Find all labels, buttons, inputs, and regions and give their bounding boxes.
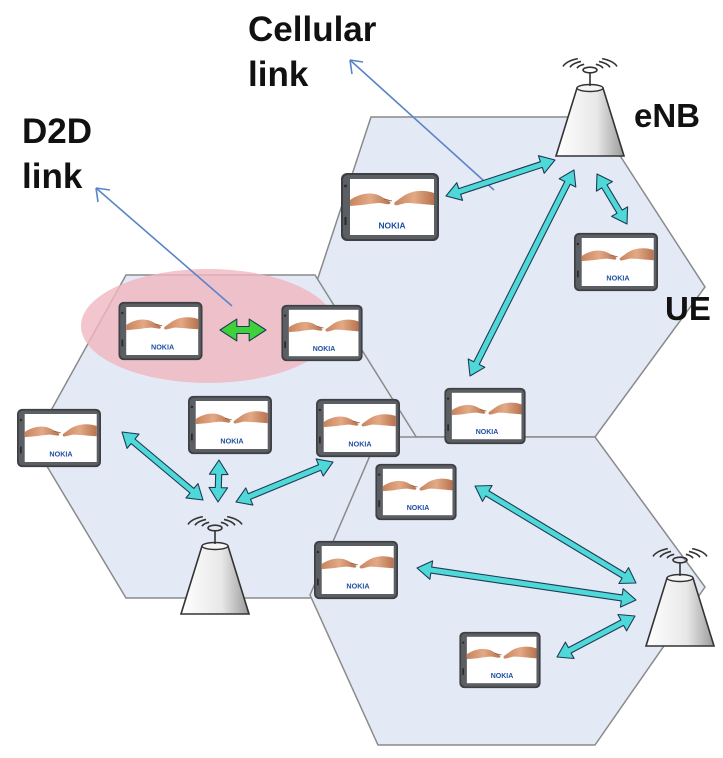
tablet-device-icon: NOKIA: [340, 172, 440, 242]
svg-text:NOKIA: NOKIA: [220, 437, 243, 446]
svg-text:NOKIA: NOKIA: [476, 429, 499, 436]
cellular-link: [595, 173, 629, 225]
tablet-device-icon: NOKIA: [374, 463, 458, 521]
svg-text:NOKIA: NOKIA: [606, 274, 629, 283]
svg-text:NOKIA: NOKIA: [407, 505, 430, 512]
d2d-pointer-line: [95, 187, 233, 307]
base-station-icon: [179, 515, 251, 615]
ue-label: UE: [665, 290, 711, 327]
svg-text:NOKIA: NOKIA: [151, 343, 174, 352]
tablet-device-icon: NOKIA: [443, 387, 526, 445]
tablet-device-icon: NOKIA: [313, 540, 399, 600]
svg-text:NOKIA: NOKIA: [346, 582, 369, 591]
cellular-link: [445, 155, 556, 201]
tablet-device-icon: NOKIA: [16, 408, 102, 468]
base-stations: [179, 57, 716, 647]
cellular-label-line1: Cellular: [248, 10, 377, 49]
enb-label: eNB: [634, 97, 700, 134]
base-station-icon: [644, 547, 716, 647]
tablet-device-icon: NOKIA: [573, 232, 659, 292]
cellular-link: [474, 484, 637, 585]
tablet-device-icon: NOKIA: [458, 631, 541, 689]
cellular-link: [467, 169, 577, 377]
links: [121, 155, 637, 660]
tablet-device-icon: NOKIA: [118, 301, 203, 361]
cellular-link: [121, 431, 204, 501]
svg-text:NOKIA: NOKIA: [49, 450, 72, 459]
d2d-label-line2: link: [22, 157, 83, 196]
cellular-pointer-line: [349, 59, 495, 191]
svg-text:NOKIA: NOKIA: [313, 346, 336, 353]
tablet-device-icon: NOKIA: [315, 398, 401, 458]
d2d-label-line1: D2D: [22, 112, 92, 151]
svg-text:NOKIA: NOKIA: [379, 221, 406, 231]
d2d-link: [219, 318, 267, 342]
base-station-icon: [554, 57, 626, 157]
annotation-lines: [95, 59, 495, 307]
cellular-link: [416, 560, 637, 608]
cellular-pointer-head: [349, 59, 364, 75]
tablet-device-icon: NOKIA: [187, 395, 273, 455]
cellular-label-line2: link: [248, 55, 309, 94]
tablet-device-icon: NOKIA: [280, 304, 364, 362]
svg-text:NOKIA: NOKIA: [348, 440, 371, 449]
d2d-pointer-head: [95, 187, 111, 203]
devices: NOKIA NOKIA NOKIA NOKIA NOKIA NOKIA NOKI…: [16, 172, 659, 689]
svg-text:NOKIA: NOKIA: [491, 673, 514, 680]
cellular-link: [556, 613, 636, 660]
cellular-link: [235, 458, 334, 506]
cellular-link: [208, 459, 229, 503]
